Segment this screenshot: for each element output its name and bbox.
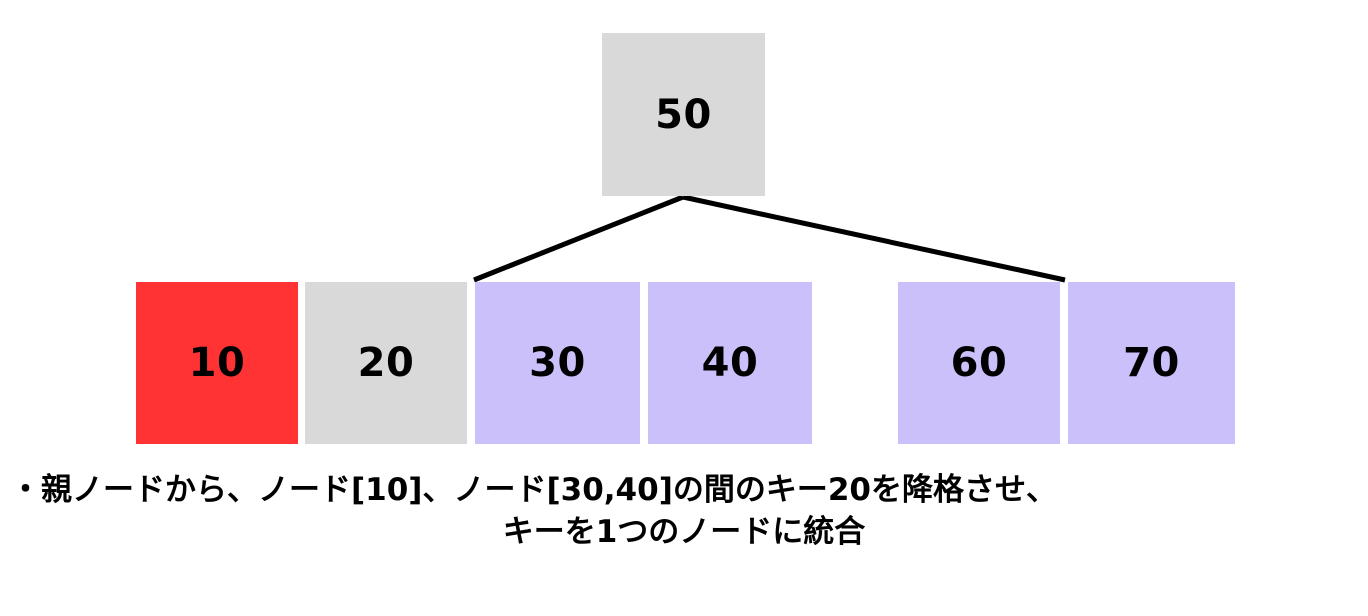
caption-block: ・親ノードから、ノード[10]、ノード[30,40]の間のキー20を降格させ、 … — [0, 470, 1368, 553]
tree-node-key-10: 10 — [136, 282, 298, 444]
tree-node-key-20: 20 — [305, 282, 467, 444]
tree-node-key-60: 60 — [898, 282, 1060, 444]
caption-line-1: ・親ノードから、ノード[10]、ノード[30,40]の間のキー20を降格させ、 — [10, 472, 1058, 508]
tree-node-key-70: 70 — [1068, 282, 1235, 444]
tree-node-key-30: 30 — [475, 282, 640, 444]
tree-node-key-40: 40 — [648, 282, 812, 444]
edge-root-to-left-child — [473, 194, 684, 283]
caption-line-2: キーを1つのノードに統合 — [502, 513, 866, 550]
edge-root-to-right-child — [682, 194, 1066, 283]
tree-node-root-50: 50 — [602, 33, 765, 196]
